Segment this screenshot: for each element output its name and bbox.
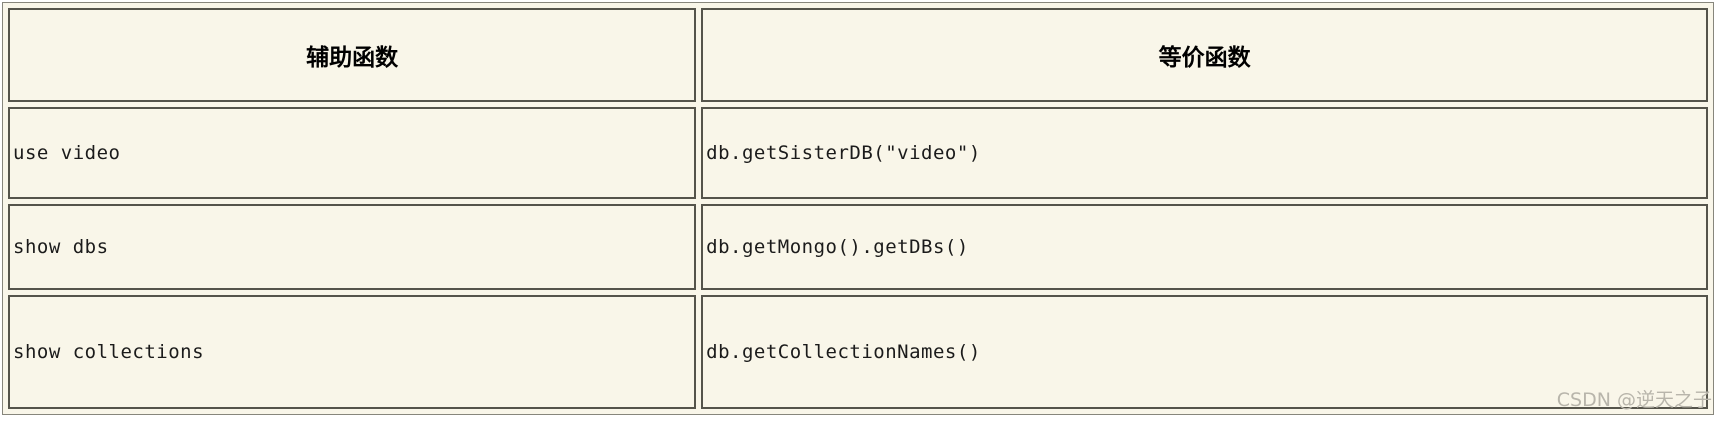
csdn-watermark: CSDN @逆天之子 [1556, 389, 1712, 411]
equivalent-cell: db.getCollectionNames() [701, 295, 1708, 409]
column-header-helper: 辅助函数 [8, 8, 697, 102]
equivalent-cell: db.getMongo().getDBs() [701, 204, 1708, 290]
helper-functions-table: 辅助函数 等价函数 use video db.getSisterDB("vide… [2, 2, 1714, 415]
helper-cell: show collections [8, 295, 697, 409]
helper-cell: show dbs [8, 204, 697, 290]
table-row: use video db.getSisterDB("video") [8, 107, 1708, 199]
equivalent-cell: db.getSisterDB("video") [701, 107, 1708, 199]
table-row: show dbs db.getMongo().getDBs() [8, 204, 1708, 290]
helper-cell: use video [8, 107, 697, 199]
header-row: 辅助函数 等价函数 [8, 8, 1708, 102]
column-header-equivalent: 等价函数 [701, 8, 1708, 102]
table-row: show collections db.getCollectionNames() [8, 295, 1708, 409]
